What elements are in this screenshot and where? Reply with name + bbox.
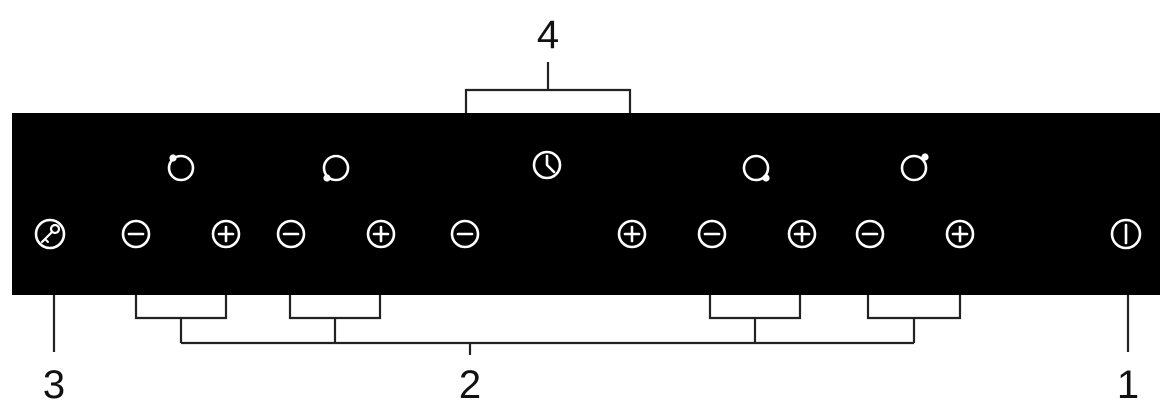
callout-label-zone-controls: 2: [459, 363, 481, 407]
callout-label-timer: 4: [537, 13, 559, 57]
front-right-minus-button[interactable]: [855, 219, 885, 249]
power-button[interactable]: [1110, 218, 1142, 250]
rear-right-minus-button[interactable]: [697, 219, 727, 249]
clock-icon: [532, 150, 562, 180]
timer-minus-button[interactable]: [450, 219, 480, 249]
callout-bracket-zone-controls: [134, 295, 962, 355]
zone-indicator-rear-right-icon: [742, 154, 770, 182]
zone-indicator-front-left-icon: [167, 154, 195, 182]
rear-right-plus-button[interactable]: [787, 219, 817, 249]
key-lock-button[interactable]: [34, 218, 66, 250]
front-right-plus-button[interactable]: [945, 219, 975, 249]
zone-indicator-rear-left-icon: [322, 154, 350, 182]
front-left-plus-button[interactable]: [211, 219, 241, 249]
timer-plus-button[interactable]: [617, 219, 647, 249]
callout-label-onoff: 1: [1117, 363, 1139, 407]
callout-label-lock: 3: [43, 363, 65, 407]
zone-indicator-front-right-icon: [900, 153, 929, 182]
callout-bracket-timer: [464, 62, 632, 113]
rear-left-plus-button[interactable]: [366, 219, 396, 249]
rear-left-minus-button[interactable]: [276, 219, 306, 249]
control-panel: [12, 113, 1160, 295]
front-left-minus-button[interactable]: [121, 219, 151, 249]
